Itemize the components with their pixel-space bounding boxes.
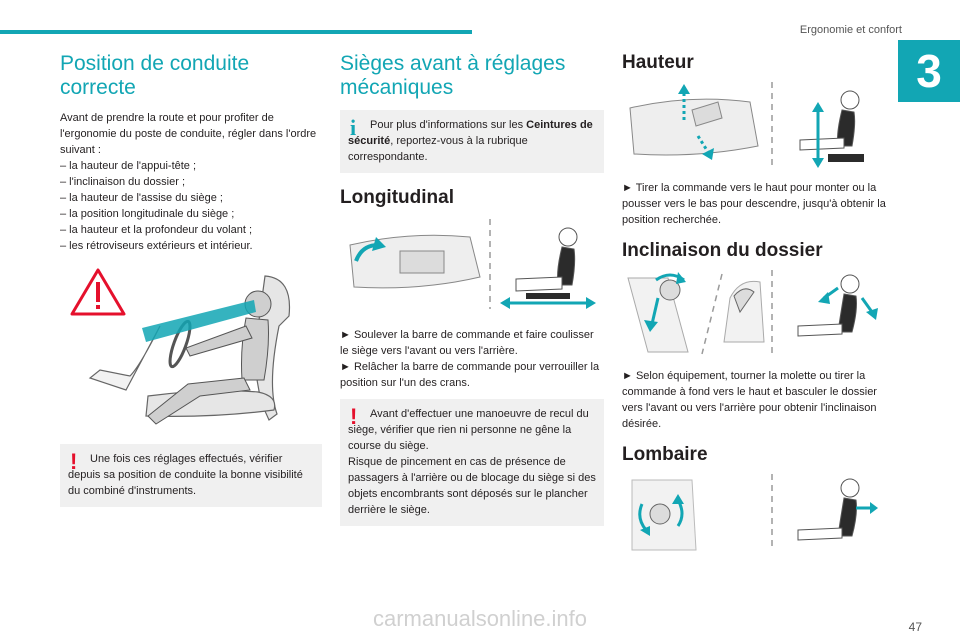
column-mechanical-seats: Sièges avant à réglages mécaniques i Pou… xyxy=(340,52,604,526)
column-driving-position: Position de conduite correcte Avant de p… xyxy=(60,52,322,507)
info-text-bold-link: Ceintures de sécurité xyxy=(348,119,593,147)
list-item: – les rétroviseurs extérieurs et intérie… xyxy=(60,240,253,252)
watermark: carmanualsonline.info xyxy=(372,606,588,631)
info-icon: i xyxy=(350,115,357,140)
longitudinal-step-2: ► Relâcher la barre de commande pour ver… xyxy=(340,361,600,389)
section-title: Ergonomie et confort xyxy=(799,24,902,36)
height-instruction: ► Tirer la commande vers le haut pour mo… xyxy=(622,182,886,226)
page-number: 47 xyxy=(908,620,922,634)
driver-figure xyxy=(147,290,272,425)
warning-triangle-icon xyxy=(70,268,126,316)
driver-posture-illustration xyxy=(70,268,291,425)
info-text-pre: Pour plus d'informations sur les xyxy=(370,119,527,131)
intro-paragraph: Avant de prendre la route et pour profit… xyxy=(60,112,317,156)
list-item: – la position longitudinale du siège ; xyxy=(60,208,235,220)
warning-note-visibility: ! Une fois ces réglages effectués, vérif… xyxy=(60,444,322,507)
lumbar-heading: Lombaire xyxy=(622,444,708,465)
backrest-illustration xyxy=(627,270,878,356)
warning-exclamation-icon: ! xyxy=(350,404,358,429)
warning-exclamation-icon: ! xyxy=(70,449,78,474)
heading-line-1: Sièges avant à réglages xyxy=(340,52,566,75)
heading-line-2: mécaniques xyxy=(340,76,454,99)
mechanical-seats-heading: Sièges avant à réglages mécaniques xyxy=(340,52,604,100)
backrest-heading: Inclinaison du dossier xyxy=(622,240,823,261)
backrest-instruction: ► Selon équipement, tourner la molette o… xyxy=(622,370,877,430)
longitudinal-heading: Longitudinal xyxy=(340,187,454,208)
list-item: – la hauteur et la profondeur du volant … xyxy=(60,224,253,236)
chapter-number-badge: 3 xyxy=(898,40,960,102)
height-illustration xyxy=(629,82,864,168)
info-text-post: , reportez-vous à la rubrique correspond… xyxy=(348,135,528,163)
header-accent-bar xyxy=(0,30,472,34)
list-item: – la hauteur de l'appui-tête ; xyxy=(60,160,197,172)
list-item: – la hauteur de l'assise du siège ; xyxy=(60,192,223,204)
height-heading: Hauteur xyxy=(622,52,694,73)
driving-position-heading: Position de conduite correcte xyxy=(60,52,322,100)
heading-line-2: correcte xyxy=(60,76,136,99)
adjustment-order-list: – la hauteur de l'appui-tête ; – l'incli… xyxy=(60,158,322,254)
list-item: – l'inclinaison du dossier ; xyxy=(60,176,186,188)
warning-note-text-1: Avant d'effectuer une manoeuvre de recul… xyxy=(348,408,589,452)
column-adjustments: Hauteur ► Tirer la commande vers le haut… xyxy=(622,52,892,552)
longitudinal-step-1: ► Soulever la barre de commande et faire… xyxy=(340,329,594,357)
lumbar-illustration xyxy=(631,474,878,551)
warning-note-text: Une fois ces réglages effectués, vérifie… xyxy=(68,453,303,497)
longitudinal-illustration xyxy=(349,219,596,309)
info-note-seat-belts: i Pour plus d'informations sur les Ceint… xyxy=(340,110,604,173)
warning-note-pinching: ! Avant d'effectuer une manoeuvre de rec… xyxy=(340,399,604,526)
heading-line-1: Position de conduite xyxy=(60,52,250,75)
warning-note-text-2: Risque de pincement en cas de présence d… xyxy=(348,456,596,516)
